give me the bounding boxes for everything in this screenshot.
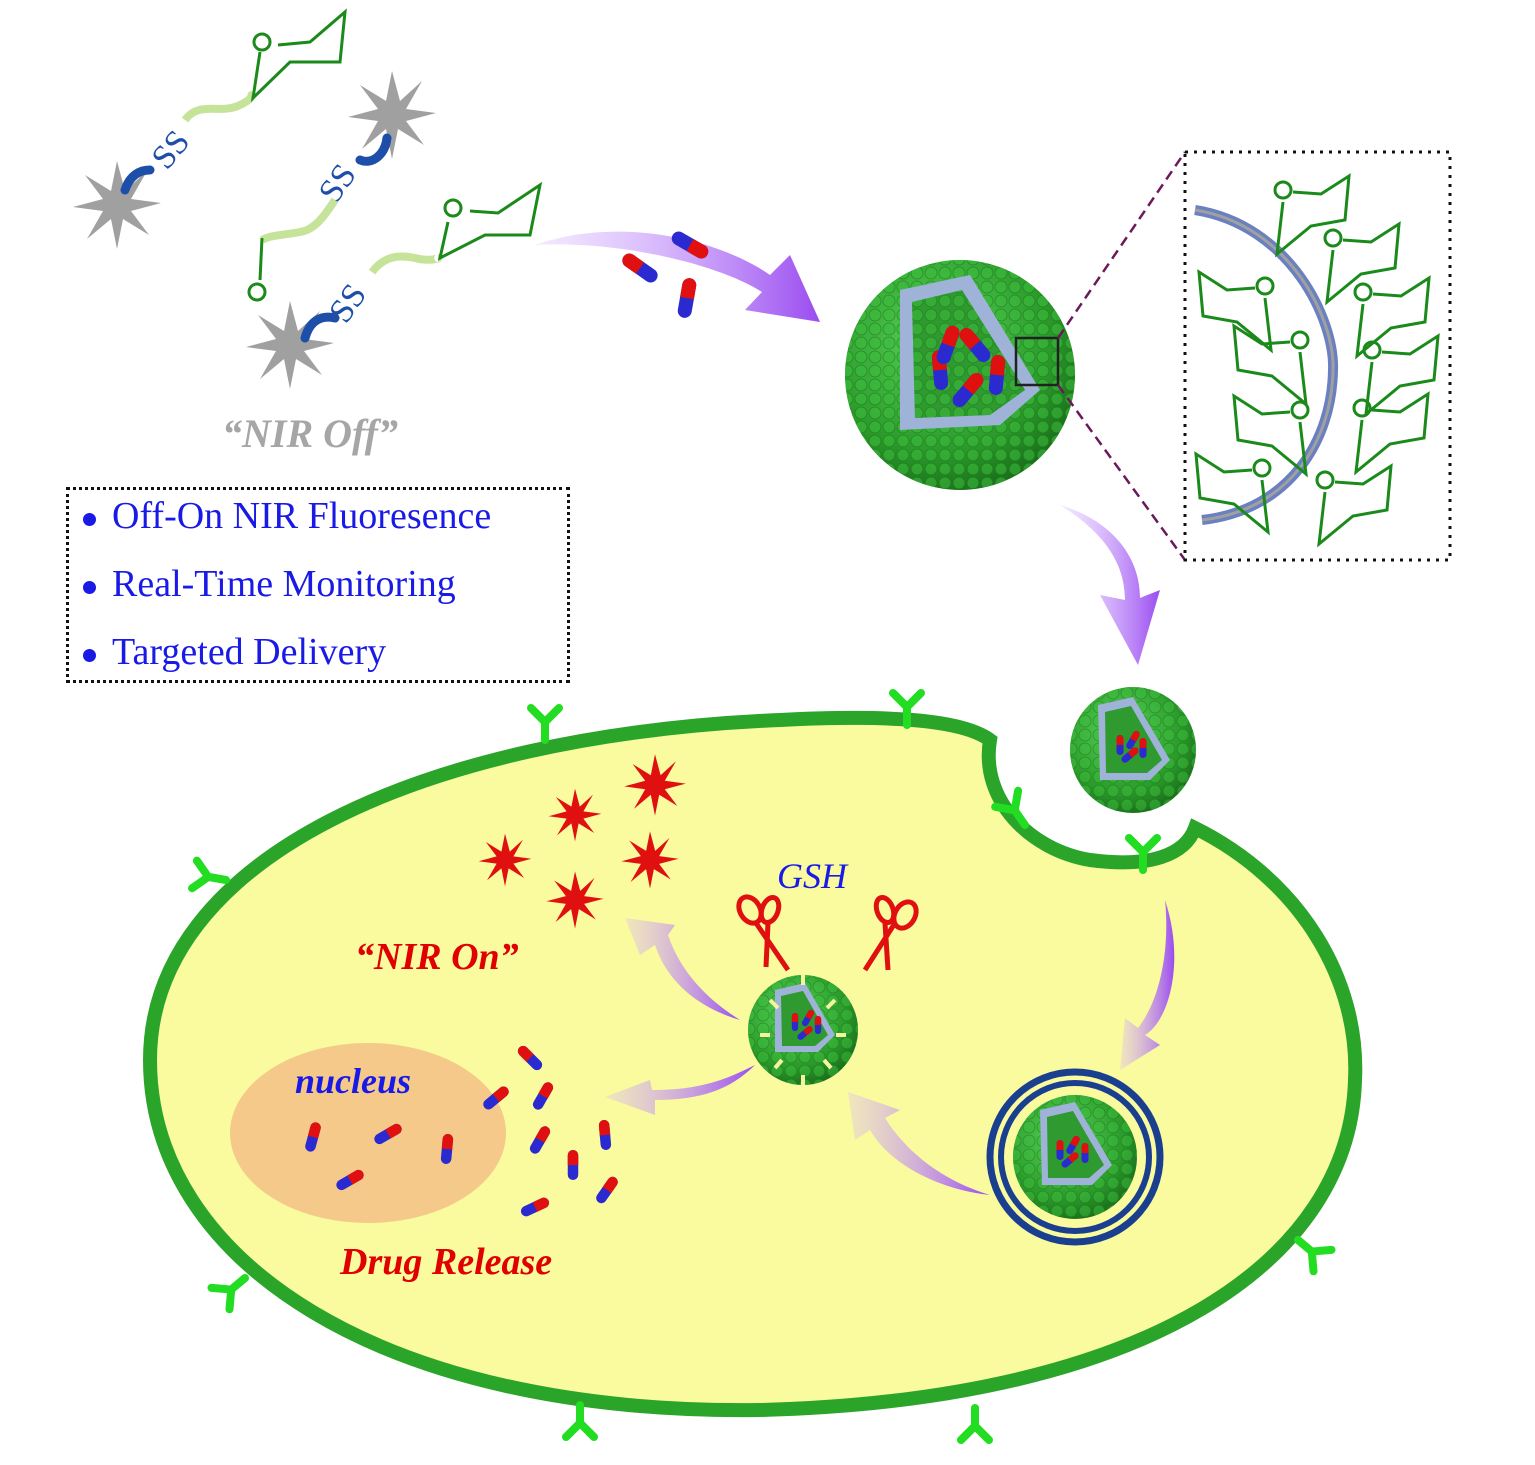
nucleus-label: nucleus bbox=[295, 1061, 412, 1101]
amphiphile-1: SS bbox=[73, 8, 347, 249]
escape-arrow bbox=[848, 1092, 990, 1195]
amphiphile-2: SS bbox=[247, 71, 436, 302]
internalization-arrow bbox=[1120, 900, 1175, 1070]
zoom-region-box bbox=[1014, 336, 1060, 387]
degrading-nanoparticle bbox=[748, 975, 858, 1085]
fluorophore-off-icon bbox=[348, 71, 436, 159]
feature-item: Off-On NIR Fluoresence bbox=[83, 494, 491, 538]
amphiphile-3: SS bbox=[246, 181, 543, 389]
ss-label: SS bbox=[322, 277, 374, 329]
sugar-ring-icon bbox=[250, 8, 347, 103]
targeting-arrow bbox=[1060, 505, 1160, 665]
bullet-icon bbox=[83, 580, 96, 594]
bullet-icon bbox=[83, 648, 96, 662]
sugar-ring-icon bbox=[437, 181, 543, 261]
scissors-icon bbox=[862, 894, 919, 972]
nir-off-label: “NIR Off” bbox=[222, 411, 398, 456]
nir-on-label: “NIR On” bbox=[355, 936, 519, 978]
sugar-ring-icon bbox=[247, 237, 267, 302]
gsh-label: GSH bbox=[777, 856, 847, 896]
nanoparticle-binding bbox=[1070, 687, 1196, 813]
endosome bbox=[986, 1068, 1164, 1246]
amphiphile-molecules: SS SS SS bbox=[73, 8, 543, 389]
drug-release-arrow bbox=[605, 1065, 755, 1115]
assembly-arrow bbox=[535, 231, 820, 322]
feature-item: Targeted Delivery bbox=[83, 630, 386, 674]
bullet-icon bbox=[83, 512, 96, 526]
feature-item: Real-Time Monitoring bbox=[83, 562, 456, 606]
nir-on-arrow bbox=[625, 918, 740, 1020]
features-box: Off-On NIR Fluoresence Real-Time Monitor… bbox=[66, 487, 570, 683]
drug-loaded-nanoparticle bbox=[845, 260, 1075, 490]
drug-release-label: Drug Release bbox=[340, 1241, 553, 1283]
scissors-icon bbox=[736, 894, 791, 972]
surface-detail-inset bbox=[1183, 150, 1452, 562]
nucleus bbox=[230, 1043, 506, 1223]
